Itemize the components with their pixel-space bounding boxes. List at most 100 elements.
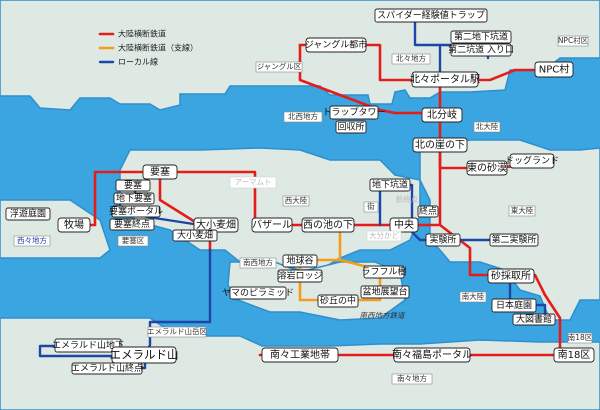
station-yogan[interactable]: 溶岩ロッジ xyxy=(277,270,323,283)
svg-text:東大陸: 東大陸 xyxy=(511,205,534,215)
svg-text:地下要塞: 地下要塞 xyxy=(116,192,152,204)
svg-text:南18区: 南18区 xyxy=(558,348,591,361)
svg-text:大小麦畑: 大小麦畑 xyxy=(177,229,213,241)
svg-text:アーマムト: アーマムト xyxy=(234,178,271,187)
station-minami18[interactable]: 南18区 xyxy=(553,347,595,363)
station-north2-chika[interactable]: 第二地下坑道 xyxy=(450,31,512,44)
svg-text:実験所: 実験所 xyxy=(429,234,456,246)
station-shuten[interactable]: 終点 xyxy=(417,205,439,218)
svg-text:南18区: 南18区 xyxy=(568,332,593,342)
station-kanaya[interactable]: 要塞 xyxy=(142,164,178,180)
svg-text:NPC村区: NPC村区 xyxy=(558,35,589,45)
station-spider[interactable]: スパイダー経験値トラップ xyxy=(374,8,488,23)
region-jungle-ku: ジャングル区 xyxy=(255,61,303,73)
station-rafflesia[interactable]: ラフフル樹 xyxy=(361,266,407,279)
station-emerald-chika[interactable]: エメラルド山地下 xyxy=(52,338,124,353)
station-fortress-portal[interactable]: 要塞ポータル xyxy=(109,205,163,218)
station-fortress-terminal[interactable]: 要塞終点 xyxy=(109,218,155,231)
station-north2-entrance[interactable]: 第二坑道 入り口 xyxy=(448,44,514,57)
station-oomugi[interactable]: 大小麦畑 xyxy=(172,229,218,242)
station-pyramid[interactable]: ヤマのピラミッド xyxy=(222,286,294,300)
station-toshokan[interactable]: 大図書館 xyxy=(512,313,556,326)
svg-text:要塞: 要塞 xyxy=(150,165,170,178)
svg-text:ヤマのピラミッド: ヤマのピラミッド xyxy=(222,288,294,299)
station-kaishujo[interactable]: 回収所 xyxy=(335,121,367,134)
station-kita-gake[interactable]: 北の崖の下 xyxy=(412,137,468,153)
svg-text:トラップタワー: トラップタワー xyxy=(322,107,385,118)
region-labels: NPC村区 北々地方 ジャングル区 北西地方 北大陸 西大陸 東大陸 西々地方 … xyxy=(13,35,593,385)
svg-text:盆地展望台: 盆地展望台 xyxy=(362,286,407,298)
svg-text:溶岩ロッジ: 溶岩ロッジ xyxy=(277,270,322,282)
station-nishi-ike[interactable]: 西の池の下 xyxy=(301,217,355,233)
station-bazar[interactable]: バザール xyxy=(251,217,293,233)
region-minami18ku: 南18区 xyxy=(567,332,593,344)
region-npc-area: NPC村区 xyxy=(557,35,589,47)
station-npc-village[interactable]: NPC村 xyxy=(534,61,574,78)
station-ookoumugi[interactable]: 大小麦畑 xyxy=(193,217,239,233)
svg-text:スパイダー経験値トラップ: スパイダー経験値トラップ xyxy=(377,9,485,21)
svg-text:エメラルド山: エメラルド山 xyxy=(110,348,179,362)
svg-text:浮遊庭園: 浮遊庭園 xyxy=(10,208,46,220)
station-chuo[interactable]: 中央 xyxy=(389,217,419,233)
station-hokubunki[interactable]: 北分岐 xyxy=(421,107,463,123)
station-jyukyuu[interactable]: 地球谷 xyxy=(282,255,318,268)
svg-text:南西地方: 南西地方 xyxy=(243,257,273,267)
station-emerald-yama[interactable]: エメラルド山 xyxy=(110,346,179,364)
station-nannan-fukushima[interactable]: 南々福島ポータル xyxy=(392,347,472,363)
svg-text:地球谷: 地球谷 xyxy=(286,255,313,267)
svg-text:南大陸: 南大陸 xyxy=(462,291,485,301)
station-higashi-sabaku[interactable]: 東の砂漠 xyxy=(466,160,508,176)
region-nannan-chiho: 南々地方 xyxy=(391,373,433,385)
station-emerald-shuten[interactable]: エメラルド山終点 xyxy=(71,362,143,375)
region-kitakita: 北々地方 xyxy=(391,53,431,65)
svg-text:北大陸: 北大陸 xyxy=(476,121,499,131)
svg-text:西大陸: 西大陸 xyxy=(285,195,308,205)
station-jungle-city[interactable]: ジャングル都市 xyxy=(305,37,368,53)
svg-text:北分岐: 北分岐 xyxy=(427,108,457,121)
svg-text:地下坑道: 地下坑道 xyxy=(372,179,408,191)
station-sand-mine[interactable]: 砂採取所 xyxy=(487,268,535,284)
station-dogland[interactable]: ドッグランド xyxy=(505,153,559,169)
svg-text:要塞: 要塞 xyxy=(124,179,142,191)
station-jikkensho[interactable]: 実験所 xyxy=(425,234,461,247)
svg-text:南々工業地帯: 南々工業地帯 xyxy=(270,348,330,361)
station-nihon-teien[interactable]: 日本庭園 xyxy=(491,298,537,313)
stations: スパイダー経験値トラップ ジャングル都市 第二地下坑道 第二坑道 入り口 北々ポ… xyxy=(5,8,595,375)
region-nishidai: 西大陸 xyxy=(282,195,310,207)
svg-text:エメラルド山地下: エメラルド山地下 xyxy=(52,339,124,351)
station-nannan-kougyou[interactable]: 南々工業地帯 xyxy=(261,347,339,363)
svg-text:西々地方: 西々地方 xyxy=(17,235,47,245)
station-under-fortress[interactable]: 地下要塞 xyxy=(113,192,155,205)
station-north-portal[interactable]: 北々ポータル駅 xyxy=(410,71,480,88)
legend-main-label: 大陸横断鉄道 xyxy=(118,29,166,39)
svg-text:ドッグランド: ドッグランド xyxy=(505,155,559,167)
region-nanseitetsudo: 南西地方鉄道 xyxy=(360,311,406,320)
svg-text:南々福島ポータル: 南々福島ポータル xyxy=(392,348,472,361)
svg-text:大小麦畑: 大小麦畑 xyxy=(196,218,236,231)
svg-text:北の崖の下: 北の崖の下 xyxy=(415,139,465,151)
svg-text:中央: 中央 xyxy=(394,218,414,231)
region-nishi-chiho: 西々地方 xyxy=(13,235,51,247)
svg-text:東の砂漠: 東の砂漠 xyxy=(467,161,507,174)
svg-text:バザール: バザール xyxy=(252,219,292,231)
station-makiba[interactable]: 牧場 xyxy=(57,217,91,233)
station-chika-koudou[interactable]: 地下坑道 xyxy=(369,179,411,192)
station-ukijima[interactable]: 浮遊庭園 xyxy=(5,208,51,221)
svg-text:要塞ポータル: 要塞ポータル xyxy=(109,205,163,217)
region-higashidai: 東大陸 xyxy=(508,205,536,217)
legend: 大陸横断鉄道 大陸横断鉄道（支線） ローカル線 xyxy=(98,29,198,67)
station-fortress-zero[interactable]: 要塞 xyxy=(115,179,151,192)
svg-text:要塞終点: 要塞終点 xyxy=(114,218,150,230)
svg-text:終点: 終点 xyxy=(419,205,437,217)
station-trap-tower[interactable]: トラップタワー xyxy=(322,105,386,120)
station-second-jikken[interactable]: 第二実験所 xyxy=(489,234,539,247)
svg-text:エメラルド山岳区: エメラルド山岳区 xyxy=(147,326,207,336)
region-kanamai-ku: 要塞区 xyxy=(117,235,149,247)
region-emerald-ku: エメラルド山岳区 xyxy=(147,326,207,338)
station-sakyu[interactable]: 砂丘の中 xyxy=(317,295,359,308)
region-hokutai: 北大陸 xyxy=(473,121,501,133)
station-saikyuu[interactable]: 盆地展望台 xyxy=(360,286,410,299)
svg-text:南々地方: 南々地方 xyxy=(397,373,427,383)
region-shinkou: 新終点 xyxy=(396,194,419,204)
svg-text:街: 街 xyxy=(367,201,375,211)
